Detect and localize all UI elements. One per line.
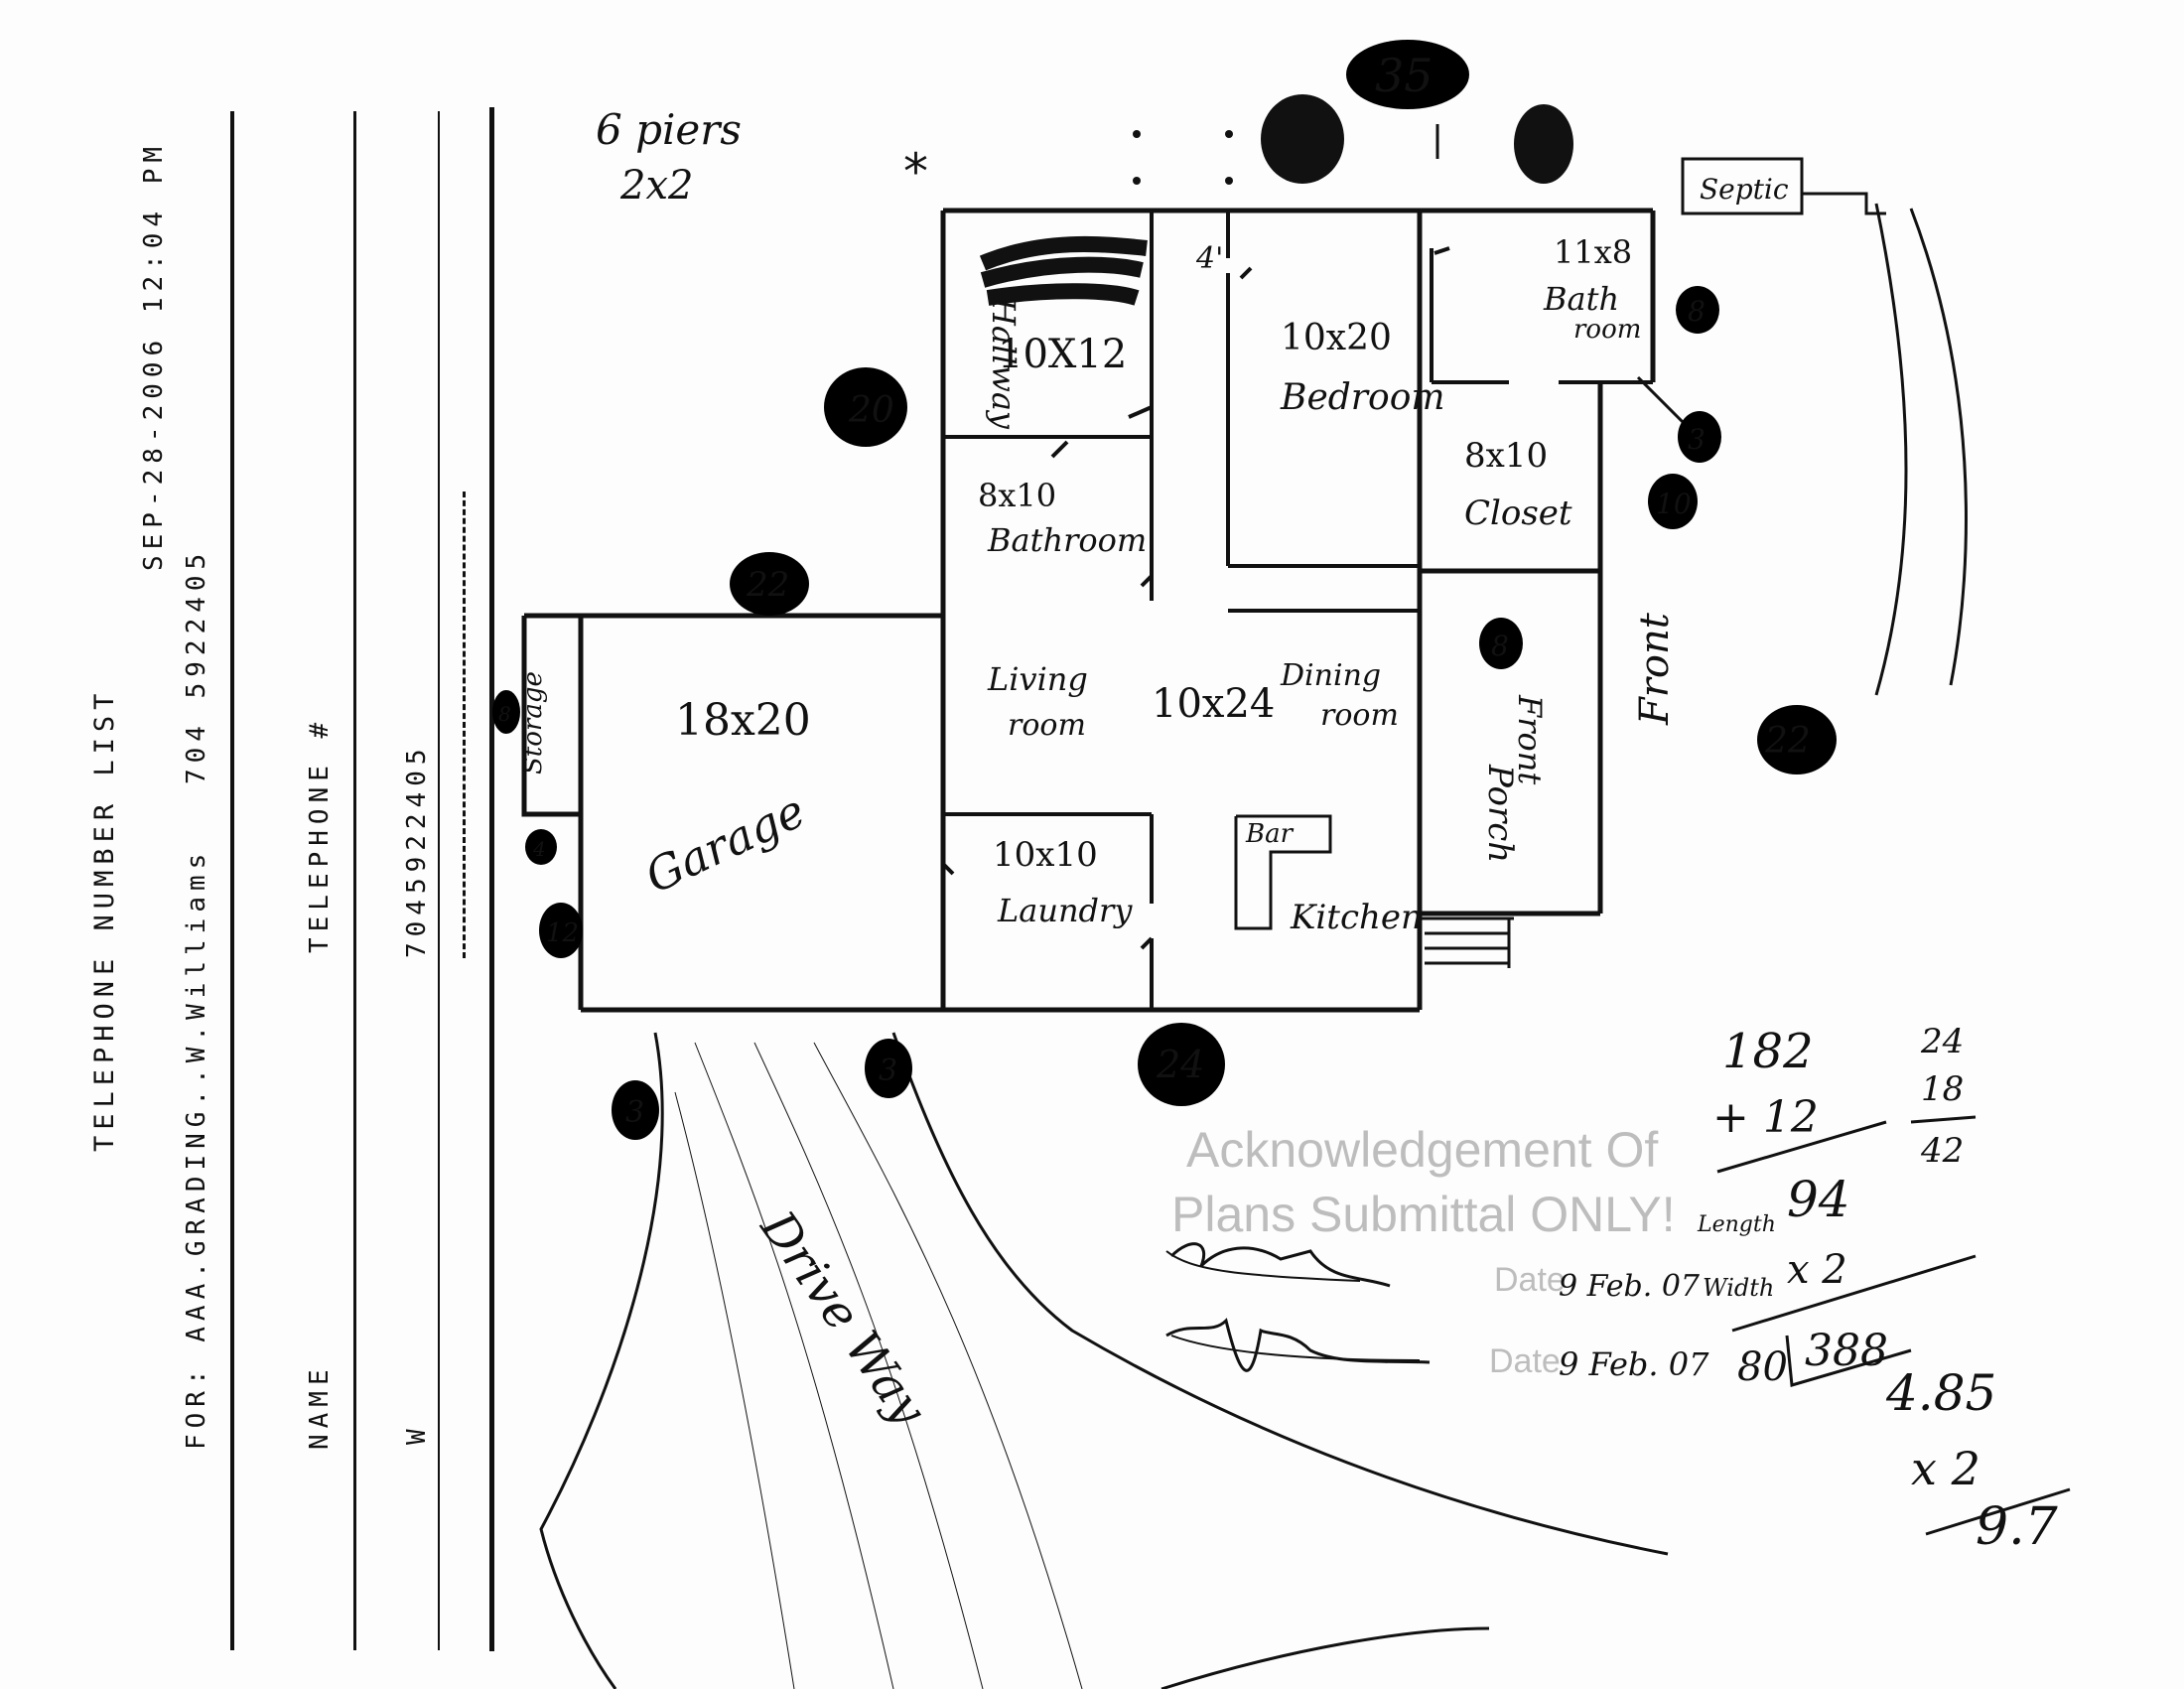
- garage-label: Garage: [637, 783, 813, 904]
- calc-b1: 24: [1920, 1022, 1964, 1061]
- storage-label: Storage: [518, 671, 548, 774]
- dim-12: 12: [546, 918, 579, 948]
- dining-label-2: room: [1320, 698, 1399, 733]
- bathroom2-label: Bathroom: [987, 521, 1147, 559]
- calc-rules: [1165, 1115, 2071, 1536]
- stamp-line-2: Plans Submittal ONLY!: [1171, 1187, 1676, 1242]
- header-rule-3: [438, 111, 440, 1650]
- laundry-label: Laundry: [997, 892, 1133, 929]
- bar-counter: [1234, 814, 1332, 930]
- handwritten-notes: 6 piers 2x2 * 35: [596, 49, 1433, 209]
- dim-24: 24: [1156, 1043, 1204, 1086]
- house-outline: [578, 208, 1656, 1013]
- septic-line: [1636, 157, 1968, 696]
- stamp-date-label-1: Date: [1494, 1261, 1566, 1299]
- calc-c2: x 2: [1911, 1442, 1980, 1495]
- dim-8-bath: 8: [1688, 295, 1706, 328]
- closet-label: Closet: [1464, 493, 1572, 533]
- piers-note-2: 2x2: [619, 163, 693, 209]
- kitchen-label: Kitchen: [1290, 898, 1423, 937]
- dim-3-mid: 3: [879, 1054, 897, 1088]
- stamp-date-value-1: 9 Feb. 07: [1559, 1269, 1701, 1304]
- bar-label: Bar: [1245, 819, 1295, 849]
- dining-label-1: Dining: [1280, 658, 1381, 693]
- room-labels: 10X12 Hallway 4' 10x20 Bedroom 11x8 Bath…: [518, 173, 1789, 1436]
- dashed-rule: [463, 492, 466, 958]
- calc-div-value: 388: [1805, 1326, 1888, 1376]
- calc-c1: 4.85: [1885, 1364, 1996, 1422]
- calc-width-label: Width: [1703, 1274, 1774, 1302]
- garage-size: 18x20: [675, 695, 811, 746]
- bath-label-2: room: [1573, 315, 1641, 345]
- bath-label-1: Bath: [1543, 280, 1619, 318]
- dim-4: 4: [532, 837, 546, 861]
- hallway-4: 4': [1195, 241, 1223, 276]
- circled-35: 35: [1375, 49, 1433, 102]
- dim-22-right: 22: [1764, 721, 1811, 762]
- calc-c3: 9.7: [1976, 1497, 2059, 1557]
- storage-closet: [521, 613, 581, 817]
- dim-3-right: 3: [1688, 423, 1706, 456]
- signature-2: [1165, 1318, 1431, 1372]
- stamp-date-label-2: Date: [1489, 1342, 1561, 1380]
- front-label: Front: [1632, 612, 1678, 726]
- header-rule-4: [489, 107, 494, 1651]
- driveway-label: Drive Way: [750, 1200, 937, 1436]
- porch-steps: [1420, 916, 1514, 968]
- dim-3-left: 3: [625, 1095, 644, 1130]
- acknowledgement-stamp: Acknowledgement Of Plans Submittal ONLY!…: [1165, 1122, 1709, 1383]
- calc-a3: 94: [1787, 1171, 1850, 1228]
- interior-walls: [941, 211, 1653, 1010]
- calc-times2: x 2: [1787, 1247, 1847, 1293]
- laundry-size: 10x10: [993, 835, 1098, 875]
- living-label-1: Living: [987, 660, 1088, 698]
- closet-size: 8x10: [1464, 436, 1548, 476]
- calc-a2: + 12: [1712, 1092, 1819, 1143]
- scribbles: [979, 94, 1573, 306]
- header-rule-1: [230, 111, 234, 1650]
- living-size: 10x24: [1152, 681, 1275, 727]
- septic-label: Septic: [1700, 173, 1789, 206]
- driveway: [539, 1032, 1669, 1689]
- living-label-2: room: [1008, 708, 1086, 743]
- calc-div-lead: 80: [1737, 1344, 1788, 1390]
- calc-b2: 18: [1921, 1069, 1964, 1109]
- dimension-circles: [492, 40, 1837, 1140]
- star-mark: *: [903, 143, 928, 201]
- bath-size: 11x8: [1554, 233, 1632, 271]
- dim-20: 20: [848, 390, 894, 431]
- calc-a1: 182: [1722, 1024, 1814, 1079]
- dimension-values: 20 22 8 3 10 8 22 4 8 12 3 3 24: [498, 295, 1811, 1130]
- signature-1: [1169, 1242, 1391, 1288]
- dim-8-storage: 8: [498, 702, 511, 726]
- header-rule-2: [353, 111, 356, 1650]
- calc-b3: 42: [1920, 1131, 1964, 1171]
- front-porch-label-2: Porch: [1480, 764, 1520, 863]
- front-porch-label-1: Front: [1511, 694, 1549, 784]
- calc-length-label: Length: [1697, 1212, 1776, 1237]
- bedroom-label: Bedroom: [1280, 377, 1445, 418]
- stamp-date-value-2: 9 Feb. 07: [1559, 1345, 1709, 1383]
- room-a-size: 10X12: [998, 332, 1127, 377]
- bathroom2-size: 8x10: [978, 477, 1056, 514]
- calculations: 182 + 12 94 Length Width x 2 80 388 24 1…: [1697, 1022, 2059, 1557]
- hallway-label: Hallway: [985, 297, 1023, 430]
- bedroom-size: 10x20: [1281, 318, 1392, 358]
- stamp-line-1: Acknowledgement Of: [1186, 1122, 1658, 1178]
- piers-note-1: 6 piers: [596, 105, 742, 154]
- dim-10-closet: 10: [1656, 488, 1692, 520]
- dim-22-top: 22: [746, 565, 789, 605]
- dim-8-porch: 8: [1491, 630, 1509, 662]
